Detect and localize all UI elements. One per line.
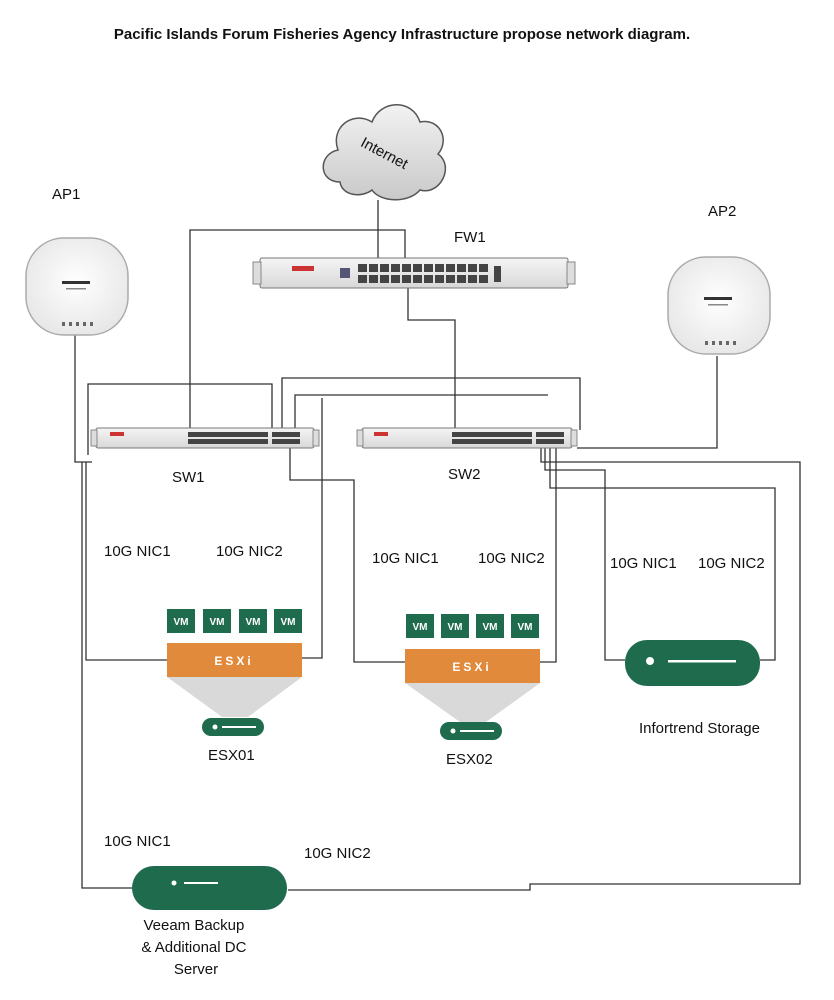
sw2-label: SW2 xyxy=(448,466,481,483)
vm-icon xyxy=(511,614,539,638)
fw1-ports xyxy=(358,264,501,283)
esx01-label: ESX01 xyxy=(208,747,255,764)
esx02-nic1-label: 10G NIC1 xyxy=(372,550,439,567)
storage-nic2-label: 10G NIC2 xyxy=(698,555,765,572)
esxi-funnel xyxy=(167,677,302,717)
esx01-nic2-label: 10G NIC2 xyxy=(216,543,283,560)
server-icon xyxy=(202,718,264,736)
host-esx01: 10G NIC1 10G NIC2 VM VM VM VM ESXi ESX01 xyxy=(104,543,302,764)
switch-sw1 xyxy=(90,427,320,449)
vm-icon xyxy=(476,614,504,638)
veeam-label-line: & Additional DC xyxy=(141,939,246,956)
vm-icon xyxy=(441,614,469,638)
esxi-bar xyxy=(405,649,540,683)
host-esx02: 10G NIC1 10G NIC2 VM VM VM VM ESXi ESX02 xyxy=(372,550,545,768)
connections xyxy=(74,200,801,891)
veeam-label: Veeam Backup & Additional DC Server xyxy=(141,917,250,978)
vm-label: VM xyxy=(448,622,463,633)
veeam-label-line: Veeam Backup xyxy=(143,917,244,934)
storage-label: Infortrend Storage xyxy=(639,720,760,737)
veeam-nic1-label: 10G NIC1 xyxy=(104,833,171,850)
veeam-nic2-label: 10G NIC2 xyxy=(304,845,371,862)
server-veeam: 10G NIC1 10G NIC2 Veeam Backup & Additio… xyxy=(104,833,371,978)
esxi-funnel xyxy=(405,683,540,722)
ap2-label: AP2 xyxy=(708,203,736,220)
esx01-vms: VM VM VM VM xyxy=(167,609,302,633)
fw1-label: FW1 xyxy=(454,229,486,246)
server-icon xyxy=(440,722,502,740)
esxi-label: ESXi xyxy=(214,654,253,668)
storage-nic1-label: 10G NIC1 xyxy=(610,555,677,572)
access-point-ap1 xyxy=(25,237,129,336)
vm-icon xyxy=(274,609,302,633)
esx02-vms: VM VM VM VM xyxy=(406,614,539,638)
vm-icon xyxy=(406,614,434,638)
cloud-shape xyxy=(322,104,447,201)
ap1-label: AP1 xyxy=(52,186,80,203)
esxi-label: ESXi xyxy=(452,660,491,674)
vm-label: VM xyxy=(210,617,225,628)
firewall-fw1 xyxy=(252,257,576,289)
vm-label: VM xyxy=(483,622,498,633)
esx02-nic2-label: 10G NIC2 xyxy=(478,550,545,567)
veeam-server-icon xyxy=(132,866,287,910)
storage-infortrend: 10G NIC1 10G NIC2 Infortrend Storage xyxy=(610,555,765,737)
vm-icon xyxy=(203,609,231,633)
vm-label: VM xyxy=(518,622,533,633)
vm-icon xyxy=(167,609,195,633)
internet-cloud: Internet xyxy=(322,104,447,201)
vm-label: VM xyxy=(413,622,428,633)
sw1-label: SW1 xyxy=(172,469,205,486)
vm-label: VM xyxy=(246,617,261,628)
veeam-label-line: Server xyxy=(174,961,218,978)
storage-icon xyxy=(625,640,760,686)
esx01-nic1-label: 10G NIC1 xyxy=(104,543,171,560)
esxi-bar xyxy=(167,643,302,677)
vm-label: VM xyxy=(281,617,296,628)
vm-icon xyxy=(239,609,267,633)
vm-label: VM xyxy=(174,617,189,628)
esx02-label: ESX02 xyxy=(446,751,493,768)
diagram-title: Pacific Islands Forum Fisheries Agency I… xyxy=(114,26,690,43)
switch-sw2 xyxy=(356,427,578,449)
access-point-ap2 xyxy=(667,256,771,355)
